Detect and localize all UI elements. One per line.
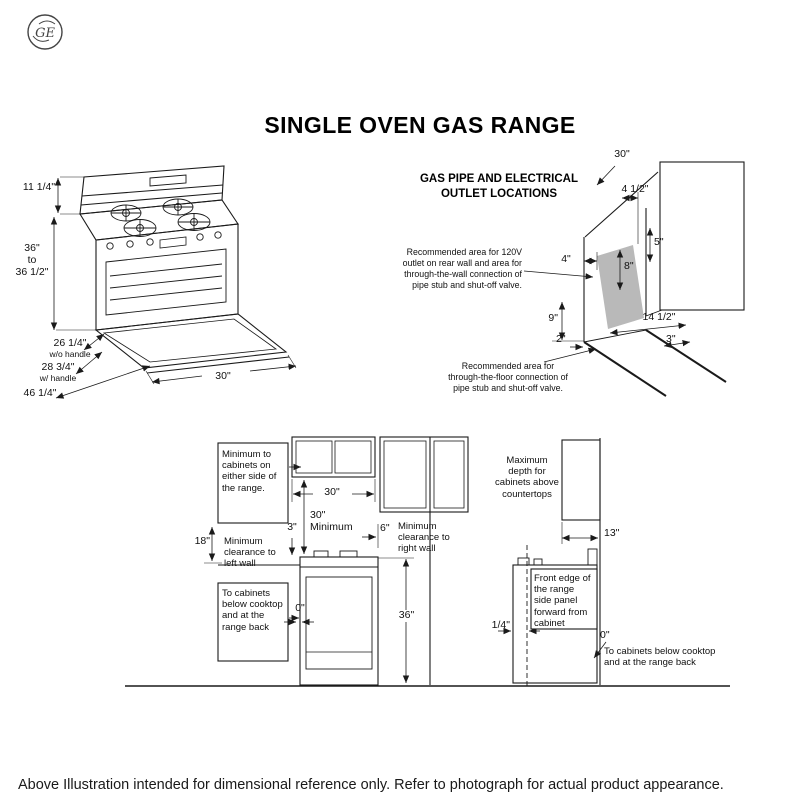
gas-pipe-drawing — [523, 161, 745, 397]
upper-cabinet-side-view — [561, 439, 601, 521]
clear-dim-18: 18" — [194, 535, 210, 547]
adjacent-cabinet-block — [584, 161, 745, 311]
upper-cabinet-above-range — [291, 436, 376, 478]
gas-dim-4-half: 4 1/2" — [621, 183, 649, 195]
range-front-face — [95, 223, 239, 331]
gas-dim-14-half: 14 1/2" — [642, 311, 676, 323]
dim-depth-no-handle-note: w/o handle — [49, 349, 91, 359]
ge-monogram-logo: GE — [27, 14, 63, 50]
range-cooktop — [79, 198, 239, 241]
note-max-cabinet-depth: Maximum depth for cabinets above counter… — [495, 455, 559, 500]
note-leader-lines — [523, 270, 597, 363]
gas-dim-4: 4" — [561, 253, 571, 265]
control-knobs — [106, 231, 222, 250]
dim-range-width: 30" — [215, 370, 231, 382]
gas-dim-30: 30" — [614, 148, 630, 160]
gas-dimension-lines — [552, 165, 691, 351]
clear-dim-quarter: 1/4" — [491, 619, 510, 631]
clear-dim-30-minimum: 30" Minimum — [310, 509, 353, 533]
note-cabinets-below-right: To cabinets below cooktop and at the ran… — [604, 646, 716, 669]
note-front-edge-forward: Front edge of the range side panel forwa… — [534, 573, 591, 629]
range-front-view — [299, 550, 379, 686]
below-cooktop-note-box — [217, 582, 289, 662]
ge-logo-text: GE — [35, 26, 55, 41]
clear-dim-13: 13" — [604, 527, 620, 539]
dim-depth-with-handle: 28 3/4" — [41, 361, 75, 373]
front-edge-note-box — [530, 568, 598, 630]
clear-dim-36: 36" — [393, 609, 420, 622]
side-view-dimension-lines — [498, 522, 607, 659]
floor-edges — [583, 329, 727, 397]
clear-dim-3: 3" — [287, 521, 297, 533]
dim-depth-door-open: 46 1/4" — [23, 387, 57, 399]
dim-depth-with-handle-note: w/ handle — [39, 373, 77, 383]
outlet-wall-note: Recommended area for 120V outlet on rear… — [402, 247, 522, 290]
gas-dim-3: 3" — [666, 333, 676, 345]
outlet-floor-note: Recommended area for through-the-floor c… — [448, 361, 568, 393]
gas-dim-5: 5" — [654, 236, 664, 248]
footer-disclaimer: Above Illustration intended for dimensio… — [18, 777, 724, 793]
side-clearance-note-box — [217, 442, 289, 524]
oven-cavity-open — [105, 248, 227, 316]
gas-dim-8: 8" — [624, 260, 634, 272]
note-cabinets-below-cooktop: To cabinets below cooktop and at the ran… — [222, 588, 283, 633]
range-isometric-drawing — [50, 165, 297, 399]
clearance-dimension-lines — [204, 479, 414, 683]
oven-door-open — [94, 313, 290, 374]
clearance-drawing — [125, 436, 730, 688]
gas-dim-2: 2" — [556, 333, 566, 345]
clear-dim-0-left: 0" — [295, 602, 305, 614]
clear-dim-0-right: 0" — [600, 629, 610, 641]
page-title: SINGLE OVEN GAS RANGE — [264, 112, 576, 138]
dim-depth-no-handle: 26 1/4" — [53, 337, 87, 349]
dim-backsplash-height: 11 1/4" — [22, 181, 56, 193]
gas-dim-9: 9" — [548, 312, 558, 324]
range-dimension-lines — [50, 176, 297, 399]
note-right-wall-clearance: Minimum clearance to right wall — [398, 521, 450, 555]
clear-dim-6: 6" — [380, 522, 390, 534]
note-left-wall-clearance: Minimum clearance to left wall — [224, 536, 276, 570]
dim-range-height: 36" to 36 1/2" — [15, 242, 49, 278]
upper-cabinet-right — [379, 436, 469, 513]
burner — [110, 198, 211, 237]
gas-pipe-heading: GAS PIPE AND ELECTRICAL OUTLET LOCATIONS — [419, 173, 579, 200]
note-min-to-side-cabinets: Minimum to cabinets on either side of th… — [222, 449, 277, 494]
clear-dim-30-width: 30" — [324, 486, 340, 498]
